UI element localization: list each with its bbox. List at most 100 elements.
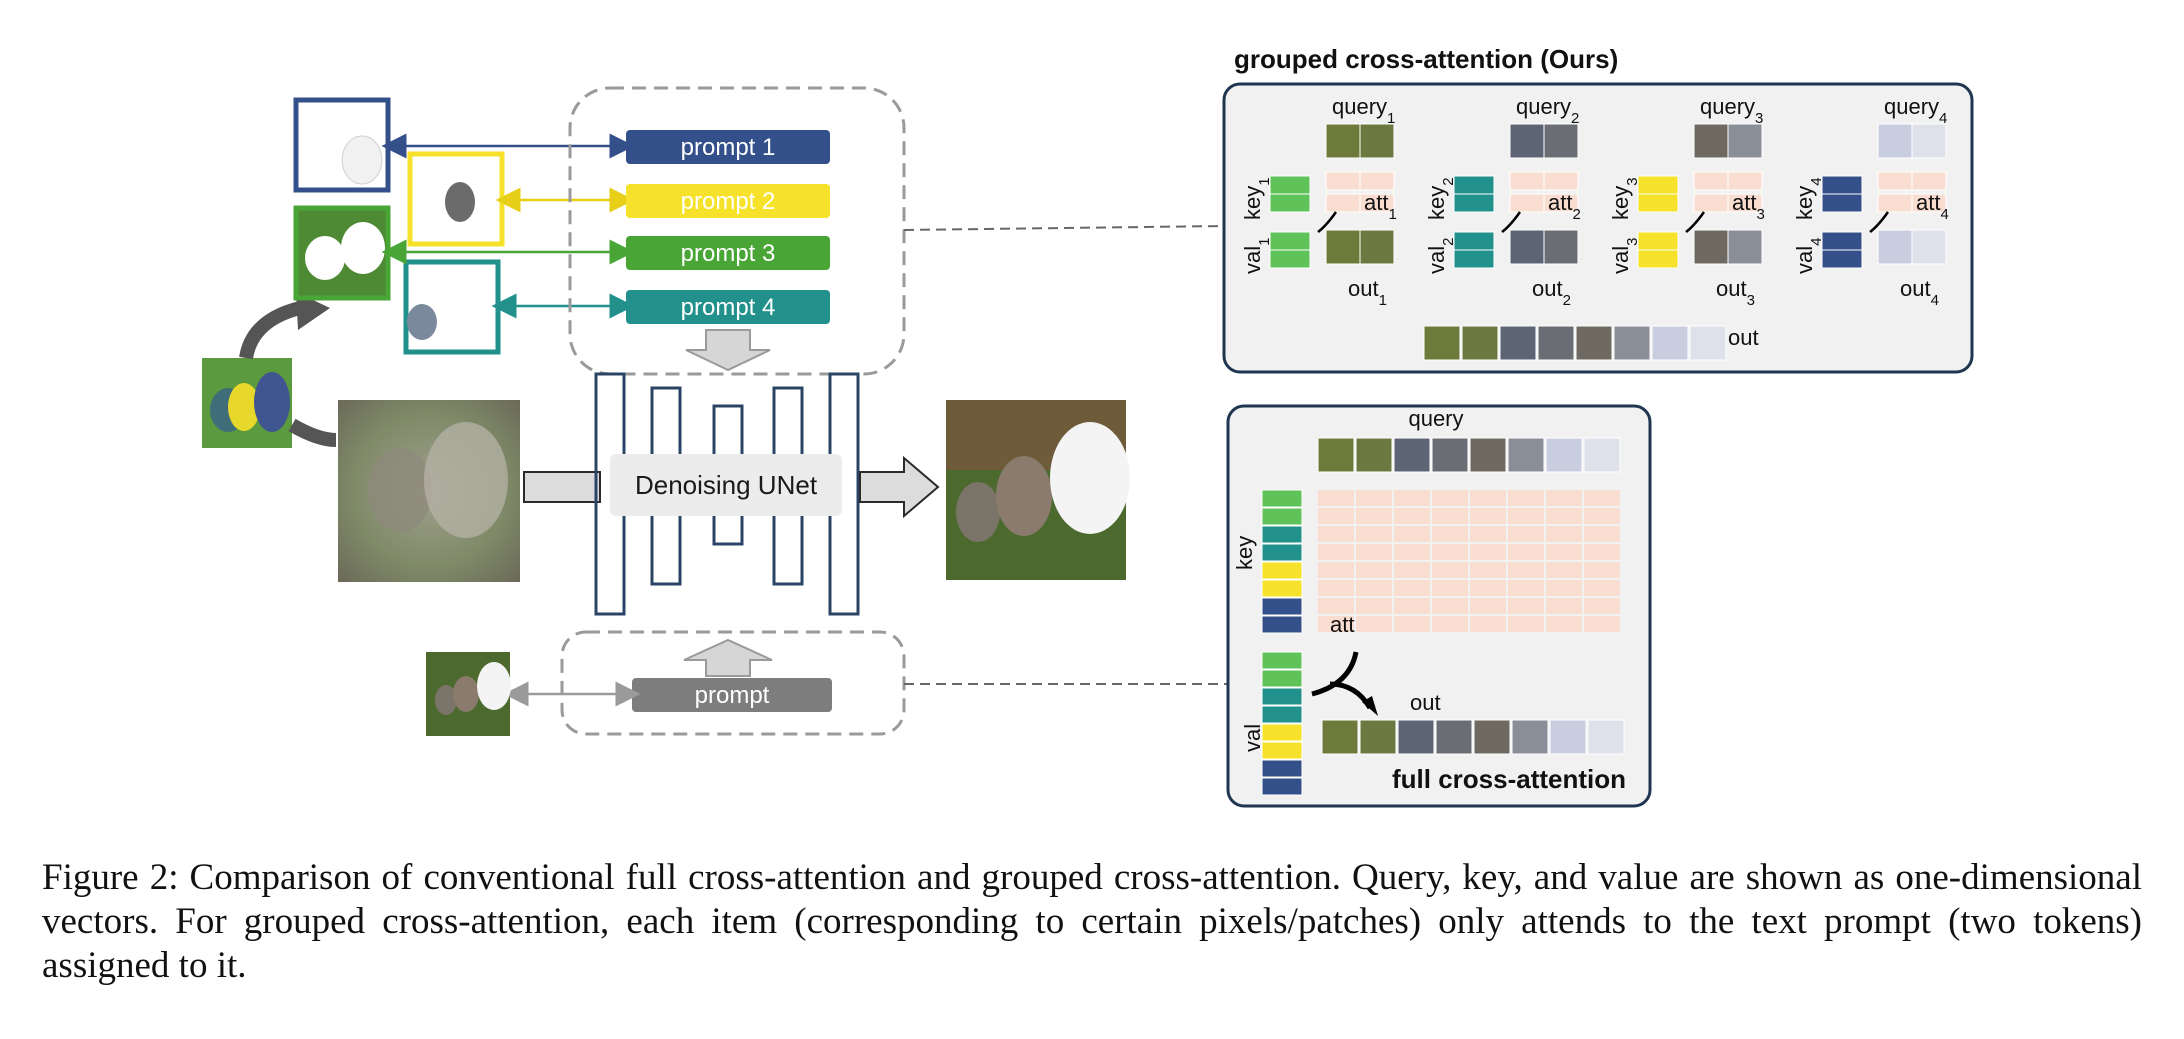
group-4-att-cell	[1911, 171, 1947, 191]
full-att-cell	[1394, 508, 1430, 524]
group-2-arrow	[1501, 211, 1522, 233]
full-out-label: out	[1410, 690, 1441, 715]
grouped-panel	[1222, 82, 1974, 374]
full-att-cell	[1470, 562, 1506, 578]
group-3-query-patch	[1693, 123, 1729, 159]
group-2-key-token	[1453, 193, 1495, 213]
group-2-query-patch	[1543, 123, 1579, 159]
full-key-token	[1261, 507, 1303, 526]
full-query-patch	[1355, 437, 1393, 473]
full-att-cell	[1584, 598, 1620, 614]
full-out-patch	[1511, 719, 1549, 755]
group-4-key-token	[1821, 193, 1863, 213]
full-att-cell	[1470, 580, 1506, 596]
full-out-row	[1321, 719, 1625, 755]
combined-out-row	[1423, 325, 1727, 361]
arrow-down-into-unet	[685, 329, 771, 372]
group-3-key-token	[1637, 175, 1679, 195]
combined-out-label: out	[1728, 325, 1759, 350]
combined-out-patch	[1575, 325, 1613, 361]
group-3-query-patch	[1727, 123, 1763, 159]
full-out-patch	[1549, 719, 1587, 755]
full-att-cell	[1470, 544, 1506, 560]
full-att-cell	[1356, 490, 1392, 506]
full-key-token	[1261, 489, 1303, 508]
full-att-cell	[1470, 598, 1506, 614]
group-3-att-cell	[1727, 193, 1763, 213]
full-key-token	[1261, 615, 1303, 634]
full-query-label: query	[1408, 406, 1463, 431]
full-key-token	[1261, 525, 1303, 544]
full-att-cell	[1470, 508, 1506, 524]
full-att-grid	[1318, 490, 1620, 632]
prompt-4-pill: prompt 4	[626, 290, 830, 324]
group-1-val-token	[1269, 249, 1311, 269]
group-2-out-patch	[1543, 229, 1579, 265]
full-att-cell	[1508, 544, 1544, 560]
full-att-cell	[1546, 508, 1582, 524]
group-1-val-token	[1269, 231, 1311, 251]
full-query-patch	[1469, 437, 1507, 473]
combined-out-patch	[1613, 325, 1651, 361]
full-att-cell	[1318, 598, 1354, 614]
global-image	[426, 652, 511, 736]
prompt-3-label: prompt 3	[681, 240, 776, 267]
group-2-att-cell	[1509, 171, 1545, 191]
full-att-cell	[1318, 544, 1354, 560]
full-out-patch	[1473, 719, 1511, 755]
full-att-cell	[1508, 598, 1544, 614]
full-query-patch	[1545, 437, 1583, 473]
full-val-token	[1261, 777, 1303, 796]
group-2-out-patch	[1509, 229, 1545, 265]
full-att-cell	[1508, 580, 1544, 596]
full-val-token	[1261, 705, 1303, 724]
full-att-cell	[1394, 562, 1430, 578]
full-key-token	[1261, 561, 1303, 580]
combined-out-patch	[1461, 325, 1499, 361]
group-2-val-token	[1453, 231, 1495, 251]
group-2-att-cell	[1543, 171, 1579, 191]
grouped-title: grouped cross-attention (Ours)	[1234, 44, 1618, 74]
full-att-cell	[1394, 580, 1430, 596]
prompt-1-label: prompt 1	[681, 134, 776, 161]
full-att-cell	[1356, 508, 1392, 524]
group-4-val-token	[1821, 249, 1863, 269]
full-att-cell	[1546, 526, 1582, 542]
full-att-cell	[1432, 580, 1468, 596]
full-att-cell	[1470, 616, 1506, 632]
full-att-cell	[1318, 508, 1354, 524]
global-prompt-pill: prompt	[632, 678, 832, 712]
full-att-cell	[1356, 562, 1392, 578]
full-att-cell	[1470, 490, 1506, 506]
noisy-image	[338, 400, 520, 582]
full-att-cell	[1318, 580, 1354, 596]
prompt-2-pill: prompt 2	[626, 184, 830, 218]
full-att-cell	[1546, 580, 1582, 596]
group-3-key-token	[1637, 193, 1679, 213]
group-1-arrow	[1317, 211, 1338, 233]
full-val-token	[1261, 723, 1303, 742]
full-val-label: val	[1240, 724, 1265, 752]
full-val-column	[1261, 651, 1303, 796]
combined-out-patch	[1537, 325, 1575, 361]
full-att-cell	[1546, 544, 1582, 560]
full-val-token	[1261, 759, 1303, 778]
full-att-cell	[1546, 490, 1582, 506]
group-3-arrow	[1685, 211, 1706, 233]
arrow-out-of-unet	[859, 455, 940, 519]
full-att-cell	[1432, 616, 1468, 632]
group-3-att-cell	[1727, 171, 1763, 191]
full-att-cell	[1546, 598, 1582, 614]
group-4-att-cell	[1877, 171, 1913, 191]
full-att-cell	[1318, 562, 1354, 578]
curved-arrow-down	[288, 418, 337, 447]
group-4-att-cell	[1877, 193, 1913, 213]
full-key-token	[1261, 597, 1303, 616]
full-att-cell	[1356, 616, 1392, 632]
full-out-patch	[1587, 719, 1625, 755]
combined-out-patch	[1499, 325, 1537, 361]
group-3-att-cell	[1693, 193, 1729, 213]
group-4-query-patch	[1877, 123, 1913, 159]
group-1-att-cell	[1325, 193, 1361, 213]
mask-box-3	[293, 205, 391, 301]
